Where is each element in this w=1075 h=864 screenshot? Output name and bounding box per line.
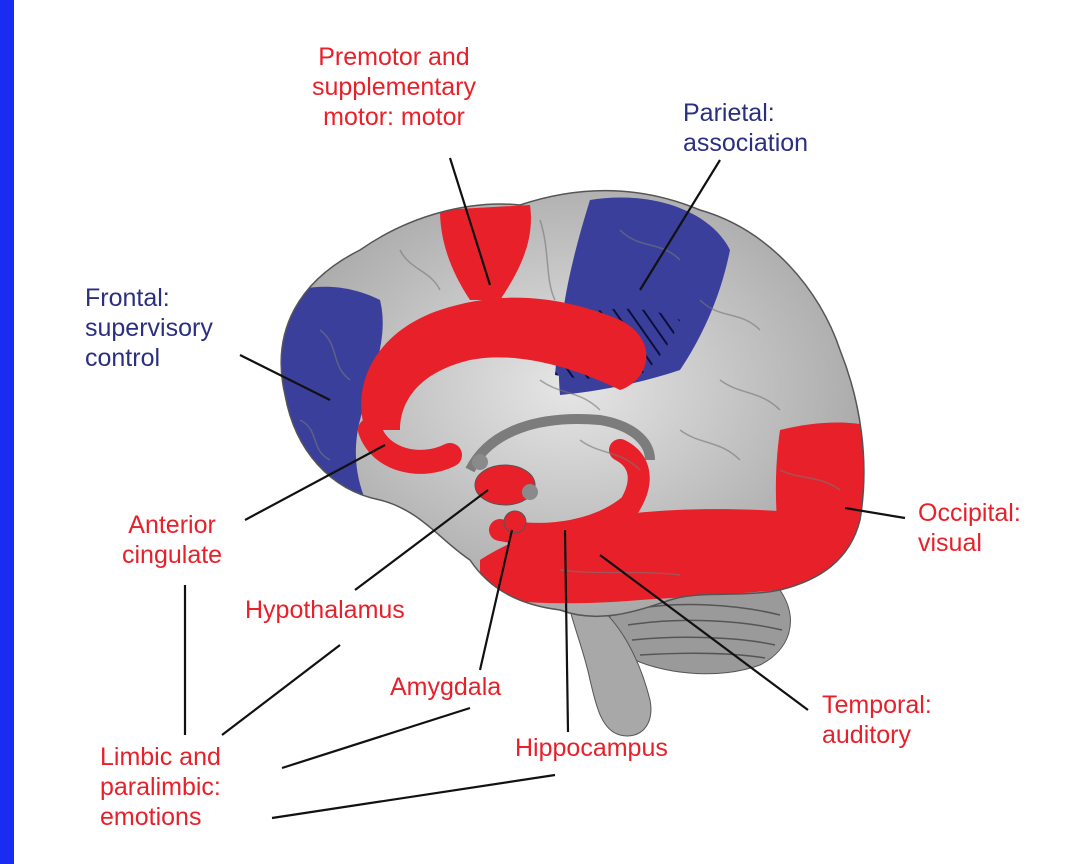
parietal-label-line-1: Parietal: — [683, 98, 808, 128]
limbic-leader-4 — [272, 775, 555, 818]
frontal-label-line-2: supervisory — [85, 313, 213, 343]
amygdala-blob — [504, 511, 526, 533]
mammillary-body — [472, 454, 488, 470]
limbic-label: Limbic and paralimbic: emotions — [100, 742, 221, 832]
limbic-leader-2 — [222, 645, 340, 735]
parietal-label: Parietal: association — [683, 98, 808, 158]
limbic-label-line-2: paralimbic: — [100, 772, 221, 802]
occipital-label-line-2: visual — [918, 528, 1021, 558]
limbic-leader-3 — [282, 708, 470, 768]
parietal-label-line-2: association — [683, 128, 808, 158]
amygdala-label-line-1: Amygdala — [390, 672, 501, 702]
frontal-label-line-1: Frontal: — [85, 283, 213, 313]
premotor-label-line-1: Premotor and — [312, 42, 476, 72]
limbic-label-line-3: emotions — [100, 802, 221, 832]
anterior-cingulate-label: Anterior cingulate — [122, 510, 222, 570]
temporal-label: Temporal: auditory — [822, 690, 932, 750]
premotor-label: Premotor and supplementary motor: motor — [312, 42, 476, 132]
temporal-label-line-2: auditory — [822, 720, 932, 750]
hippocampus-label: Hippocampus — [515, 733, 668, 763]
limbic-label-line-1: Limbic and — [100, 742, 221, 772]
frontal-label-line-3: control — [85, 343, 213, 373]
mammillary-body-2 — [522, 484, 538, 500]
frontal-label: Frontal: supervisory control — [85, 283, 213, 373]
premotor-label-line-3: motor: motor — [312, 102, 476, 132]
temporal-label-line-1: Temporal: — [822, 690, 932, 720]
hypothalamus-label-line-1: Hypothalamus — [245, 595, 405, 625]
hypothalamus-label: Hypothalamus — [245, 595, 405, 625]
occipital-label-line-1: Occipital: — [918, 498, 1021, 528]
amygdala-label: Amygdala — [390, 672, 501, 702]
occipital-label: Occipital: visual — [918, 498, 1021, 558]
hypothalamus-blob — [475, 465, 535, 505]
anterior-cingulate-label-line-2: cingulate — [122, 540, 222, 570]
hippocampus-label-line-1: Hippocampus — [515, 733, 668, 763]
anterior-cingulate-label-line-1: Anterior — [122, 510, 222, 540]
premotor-label-line-2: supplementary — [312, 72, 476, 102]
